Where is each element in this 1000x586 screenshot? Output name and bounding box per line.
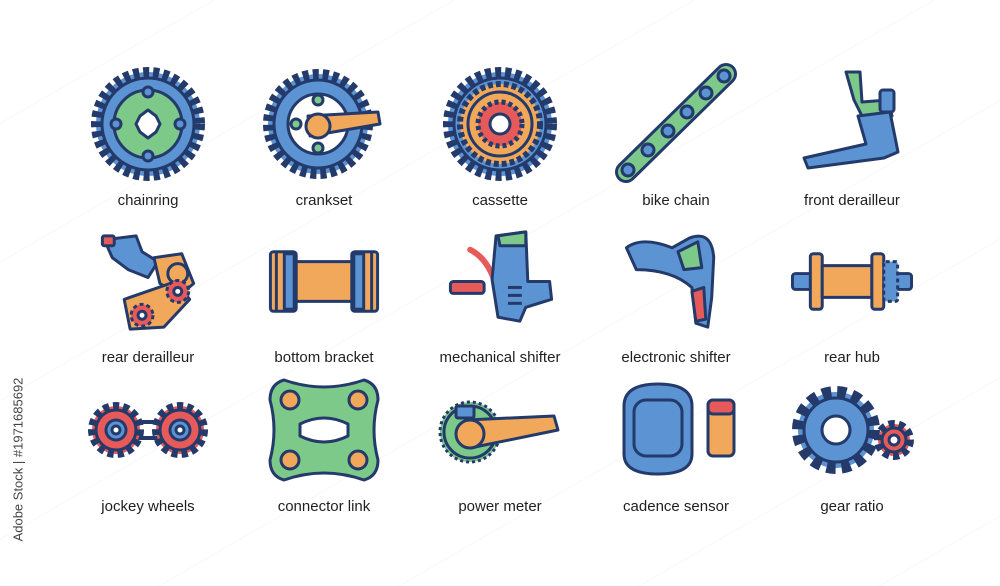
icon-tile-electronic-shifter: electronic shifter [588,218,764,366]
icon-label: crankset [295,192,353,209]
connector-link-icon [268,378,380,482]
power-meter-icon [438,400,560,464]
rear-derailleur-icon [100,234,196,331]
icon-label: connector link [277,498,371,515]
icon-tile-mechanical-shifter: mechanical shifter [412,218,588,366]
icon-grid: chainring crankset [60,60,940,516]
icon-label: cadence sensor [623,498,729,515]
cassette-icon [443,67,557,181]
gear-ratio-icon [792,386,914,474]
icon-tile-bottom-bracket: bottom bracket [236,218,412,366]
bike-chain-icon [615,63,737,183]
rear-hub-icon [790,252,914,311]
icon-tile-rear-derailleur: rear derailleur [60,218,236,366]
icon-tile-crankset: crankset [236,60,412,218]
icon-tile-chainring: chainring [60,60,236,218]
icon-tile-front-derailleur: front derailleur [764,60,940,218]
bottom-bracket-icon [268,250,380,313]
chainring-icon [91,67,205,181]
jockey-wheels-icon [88,402,208,458]
stock-id-text: Adobe Stock | #1971685692 [8,344,28,574]
electronic-shifter-icon [624,234,716,329]
icon-tile-rear-hub: rear hub [764,218,940,366]
icon-tile-gear-ratio: gear ratio [764,366,940,516]
crankset-icon [263,69,382,179]
front-derailleur-icon [802,70,900,170]
icon-label: mechanical shifter [439,349,561,366]
icon-label: electronic shifter [621,349,731,366]
icon-tile-jockey-wheels: jockey wheels [60,366,236,516]
icon-tile-power-meter: power meter [412,366,588,516]
icon-label: bottom bracket [274,349,374,366]
cadence-sensor-icon [622,382,736,476]
icon-tile-cassette: cassette [412,60,588,218]
icon-label: chainring [117,192,179,209]
icon-label: power meter [458,498,542,515]
mechanical-shifter-icon [448,230,554,323]
icon-tile-cadence-sensor: cadence sensor [588,366,764,516]
icon-label: gear ratio [820,498,884,515]
stock-id-label: Adobe Stock | #1971685692 [10,377,26,541]
icon-label: front derailleur [804,192,900,209]
icon-label: rear hub [824,349,880,366]
icon-tile-bike-chain: bike chain [588,60,764,218]
icon-label: cassette [472,192,528,209]
icon-label: jockey wheels [101,498,195,515]
icon-label: rear derailleur [101,349,195,366]
icon-tile-connector-link: connector link [236,366,412,516]
icon-label: bike chain [642,192,710,209]
